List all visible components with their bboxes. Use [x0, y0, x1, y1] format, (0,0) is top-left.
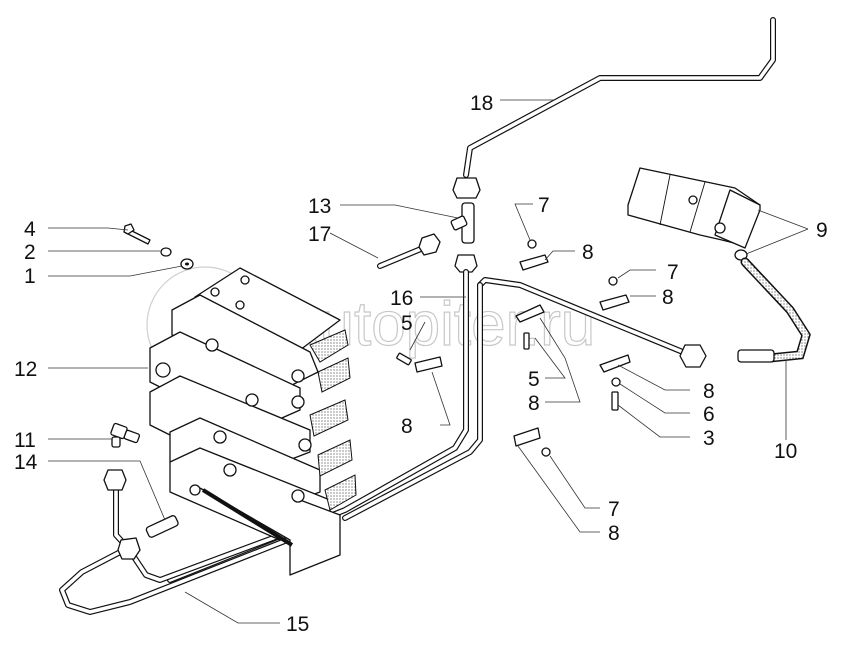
callout-8b: 8 — [582, 241, 594, 264]
callout-13: 13 — [308, 195, 331, 218]
callout-8c: 8 — [662, 286, 674, 309]
pipe-17 — [377, 233, 441, 269]
pipe-18 — [452, 17, 776, 199]
pipe-15-top-nut — [103, 469, 127, 491]
callout-8f: 8 — [608, 522, 620, 545]
callout-11: 11 — [14, 429, 36, 452]
callout-5a: 5 — [401, 312, 413, 335]
bolt-3-icon — [611, 391, 619, 411]
clamp-8b-icon — [599, 294, 630, 311]
nut-2-icon — [160, 247, 172, 257]
bolt-5b-icon — [523, 332, 530, 350]
clamp-8a-icon — [519, 254, 549, 271]
callout-3: 3 — [703, 427, 715, 450]
hydraulic-pump-9 — [627, 167, 761, 261]
callout-16: 16 — [390, 287, 413, 310]
callout-9: 9 — [816, 219, 828, 242]
pipe-15 — [59, 469, 303, 615]
pipe-17-nut — [418, 233, 441, 256]
nut-7a-icon — [527, 239, 537, 249]
clamp-8f-icon — [513, 427, 541, 447]
callout-14: 14 — [14, 451, 38, 474]
callout-18: 18 — [470, 92, 493, 115]
nut-7c-icon — [541, 447, 551, 457]
clamp-8d-icon — [414, 356, 443, 373]
callout-8d: 8 — [528, 392, 540, 415]
clamp-8e-icon — [599, 354, 631, 373]
pipe-15-mid-nut — [117, 537, 141, 560]
pipe-16-nut — [454, 254, 478, 273]
hose-10 — [737, 257, 811, 363]
callout-15: 15 — [286, 613, 309, 636]
callout-7a: 7 — [538, 194, 550, 217]
adapter-fitting-14 — [145, 515, 179, 538]
callout-10: 10 — [774, 440, 797, 463]
clamp-8c-icon — [515, 304, 545, 323]
clamp-hardware — [396, 239, 631, 457]
callout-17: 17 — [308, 223, 331, 246]
hardware-4-2-1 — [123, 223, 194, 270]
callout-7c: 7 — [608, 498, 620, 521]
nut-7b-icon — [608, 276, 618, 286]
pipe-18-nut — [452, 177, 481, 199]
callout-8a: 8 — [401, 415, 413, 438]
callout-labels: 4 2 1 12 11 14 15 13 17 18 16 5 8 7 8 7 … — [14, 92, 828, 636]
tee-fitting-13 — [450, 202, 475, 244]
washer-6-icon — [611, 377, 621, 387]
leader-lines — [48, 99, 809, 624]
pipe-end-nut — [679, 344, 707, 368]
callout-4: 4 — [24, 218, 36, 241]
callout-12: 12 — [14, 358, 37, 381]
callout-7b: 7 — [667, 261, 679, 284]
bolt-5a-icon — [396, 352, 412, 366]
callout-1: 1 — [24, 265, 36, 288]
valve-block-12 — [149, 267, 357, 576]
callout-5b: 5 — [528, 368, 540, 391]
elbow-fitting-11 — [110, 422, 141, 448]
callout-6: 6 — [703, 403, 715, 426]
callout-2: 2 — [24, 241, 36, 264]
callout-8e: 8 — [703, 380, 715, 403]
